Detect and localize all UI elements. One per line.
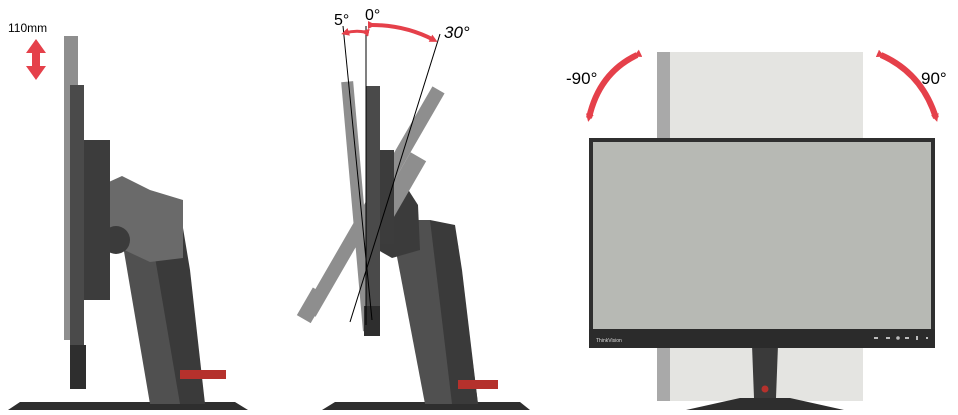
- height-adjust-panel: 110mm: [8, 21, 248, 410]
- tilt-line-forward: [349, 33, 441, 323]
- tilt-forward-arrow: [367, 20, 438, 42]
- tilt-back-label: 5°: [334, 12, 349, 29]
- height-label: 110mm: [8, 21, 47, 35]
- brand-logo: ThinkVision: [596, 338, 622, 344]
- monitor-lowered: [70, 85, 84, 389]
- pivot-left-arrow: [585, 49, 643, 122]
- tilt-monitor-upright: [364, 86, 394, 336]
- pivot-left-label: -90°: [566, 69, 597, 88]
- pivot-right-label: 90°: [921, 69, 947, 88]
- tilt-line-back: [342, 25, 373, 321]
- pivot-stand-neck: [752, 345, 778, 398]
- tilt-forward-label: 30°: [444, 23, 470, 42]
- monitor-base: [8, 402, 248, 410]
- tilt-base-red-slot: [458, 380, 498, 389]
- pivot-monitor-screen: [593, 142, 931, 329]
- height-arrow: [26, 39, 46, 80]
- pivot-ghost-portrait: [657, 52, 863, 140]
- pivot-panel: ThinkVision -90° 90°: [566, 49, 947, 410]
- base-red-slot: [180, 370, 226, 379]
- tilt-zero-label: 0°: [365, 7, 380, 24]
- tilt-panel: 5° 0° 30°: [296, 7, 530, 410]
- pivot-stand-base: [686, 398, 844, 410]
- monitor-control-buttons: [874, 336, 928, 340]
- tilt-back-arrow: [341, 28, 370, 37]
- pivot-right-arrow: [875, 49, 939, 122]
